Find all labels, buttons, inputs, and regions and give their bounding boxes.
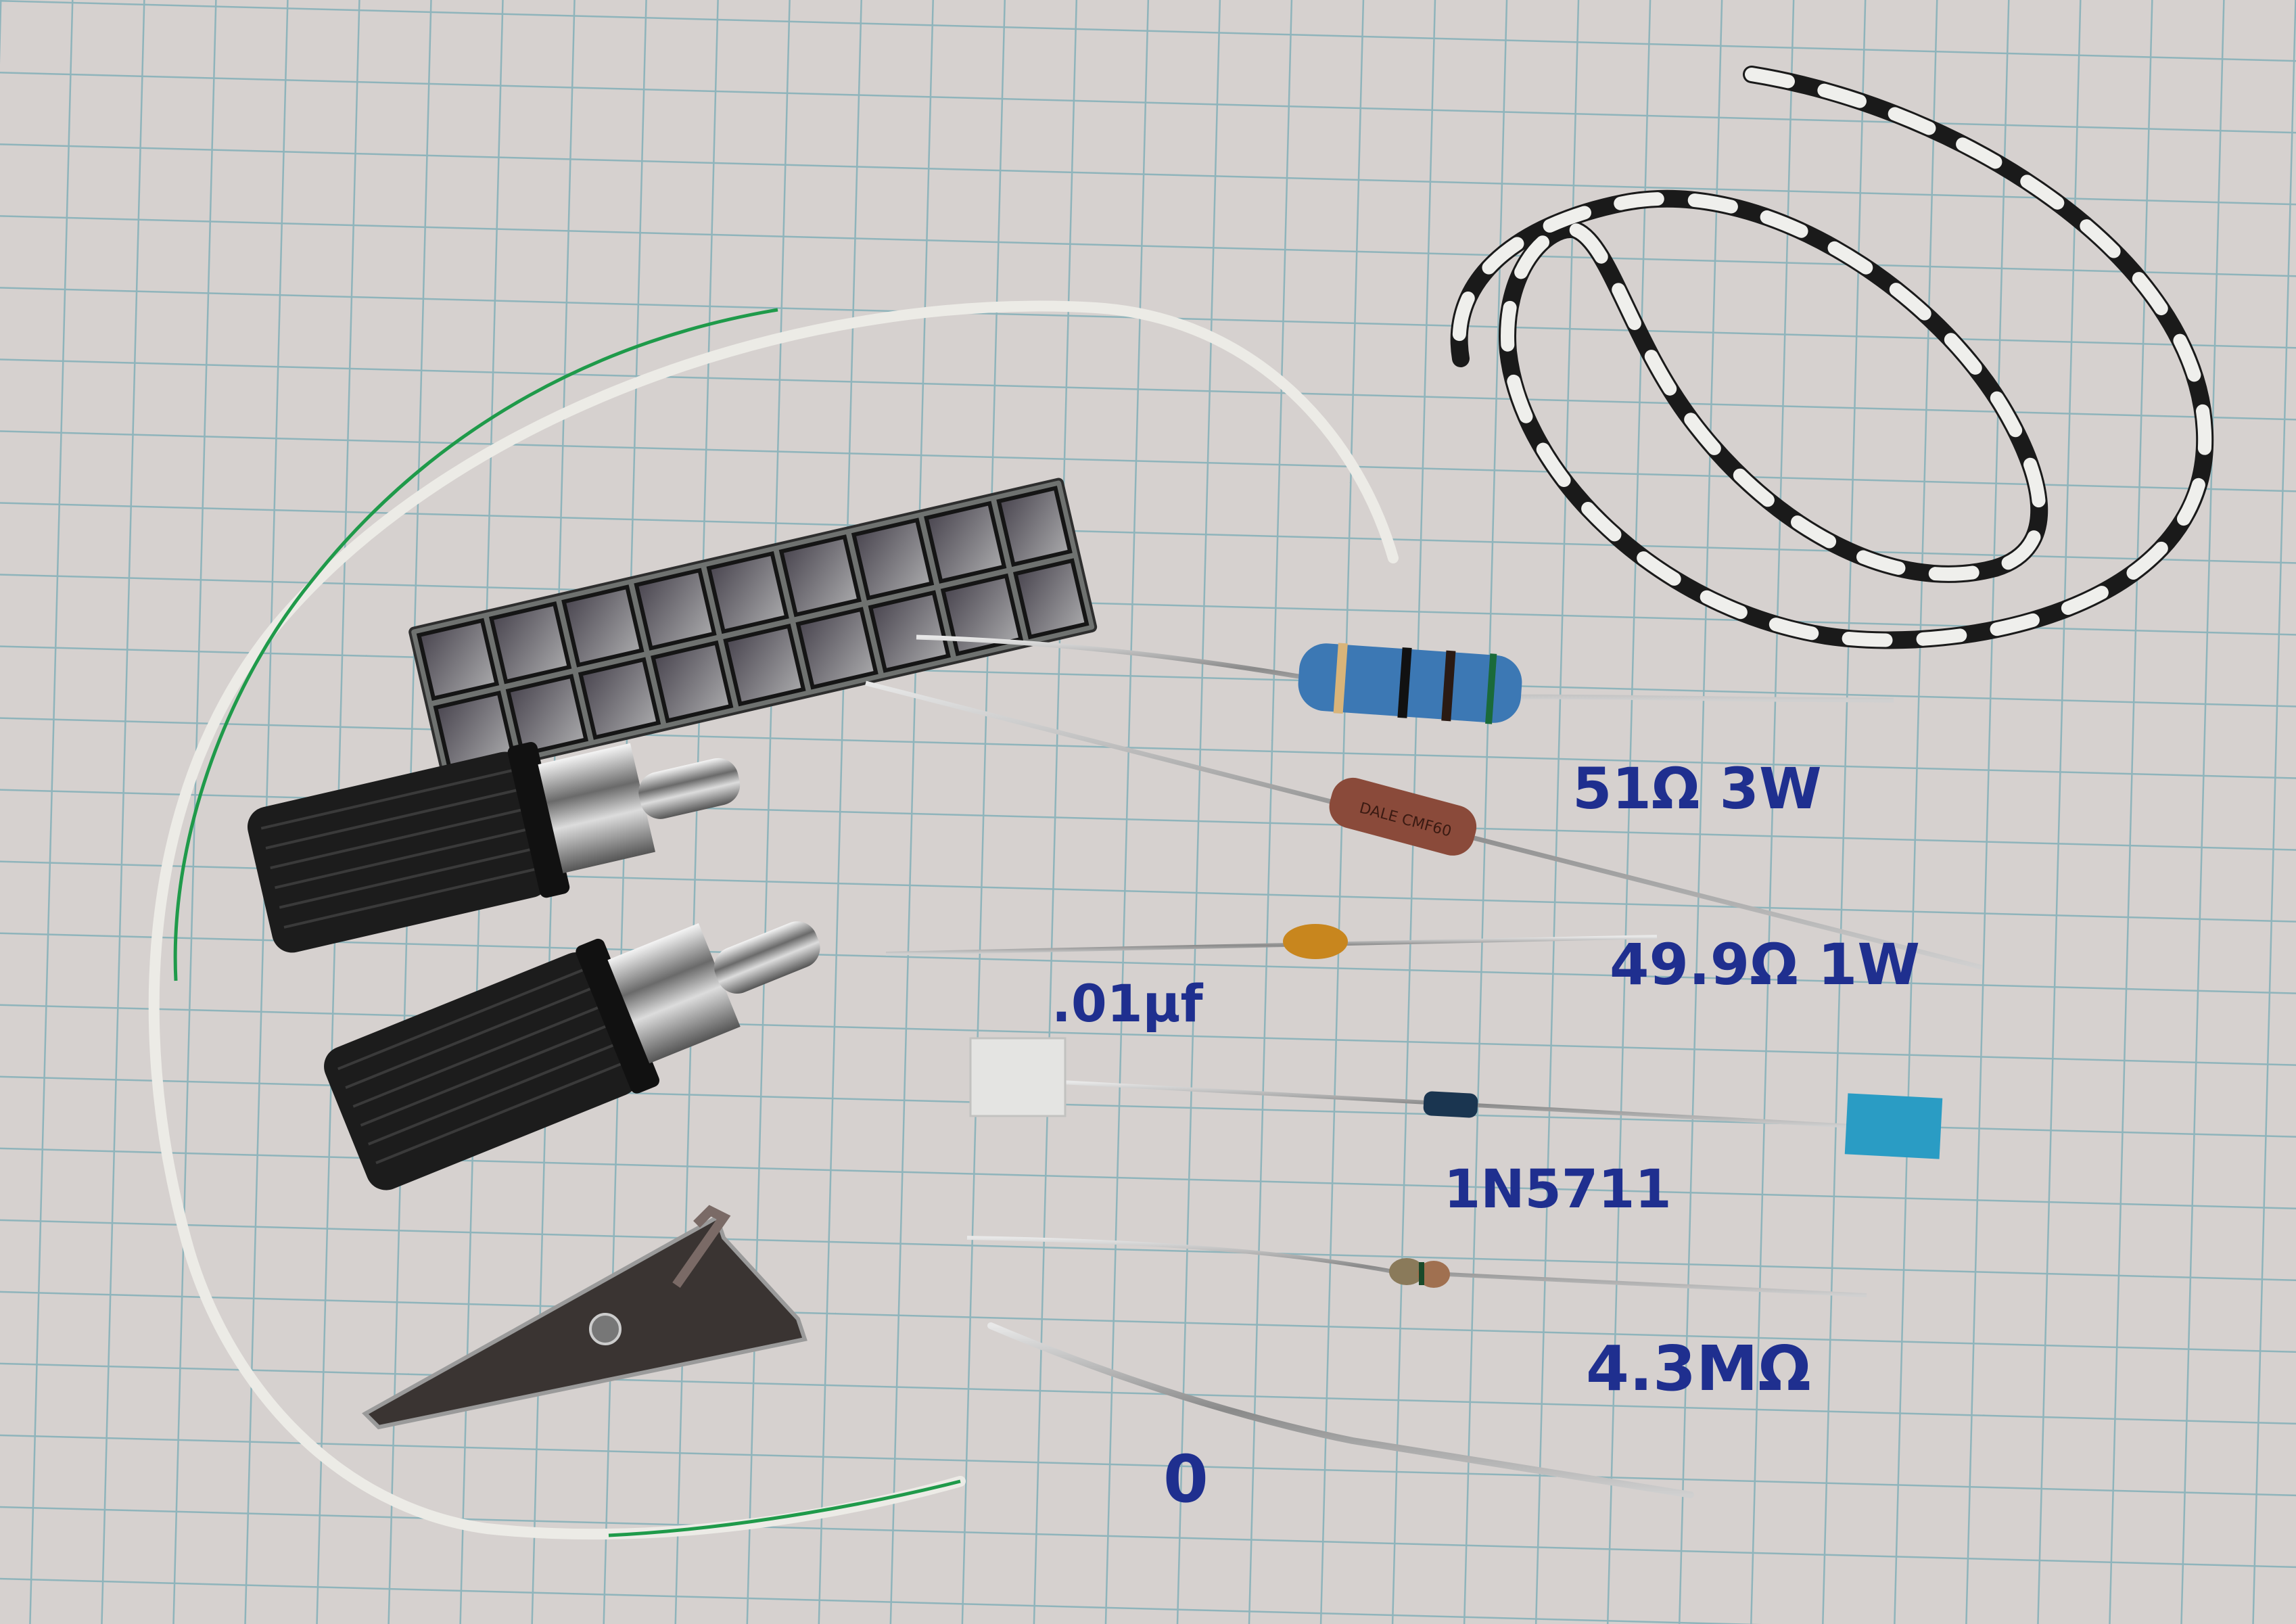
resistor-4-3m-ohm[interactable]: [966, 1236, 1867, 1297]
label-resistor-4-3m: 4.3MΩ: [1586, 1332, 1811, 1405]
copper-pad-strip[interactable]: [408, 478, 1098, 781]
rca-plug-2[interactable]: [317, 862, 846, 1199]
white-tape-flag: [969, 1037, 1067, 1117]
capacitor-01uf[interactable]: [885, 924, 1658, 959]
label-resistor-51: 51Ω 3W: [1572, 756, 1822, 822]
label-resistor-49-9: 49.9Ω 1W: [1610, 931, 1920, 998]
rca-plug-1[interactable]: [243, 698, 755, 960]
diode-1n5711[interactable]: [969, 1037, 1943, 1159]
label-jumper: 0: [1163, 1441, 1209, 1517]
white-green-wire[interactable]: [148, 300, 1399, 1540]
alligator-clip[interactable]: [362, 1205, 807, 1430]
jumper-0-ohm[interactable]: [987, 1322, 1694, 1498]
label-diode: 1N5711: [1444, 1159, 1672, 1220]
blue-tape-flag: [1844, 1093, 1943, 1159]
resistor-51-ohm-3w[interactable]: [916, 634, 1894, 724]
twisted-pair-wire[interactable]: [1450, 66, 2214, 649]
resistor-49-9-ohm-1w[interactable]: DALE CMF60: [865, 680, 1982, 970]
label-capacitor: .01µf: [1052, 973, 1204, 1034]
